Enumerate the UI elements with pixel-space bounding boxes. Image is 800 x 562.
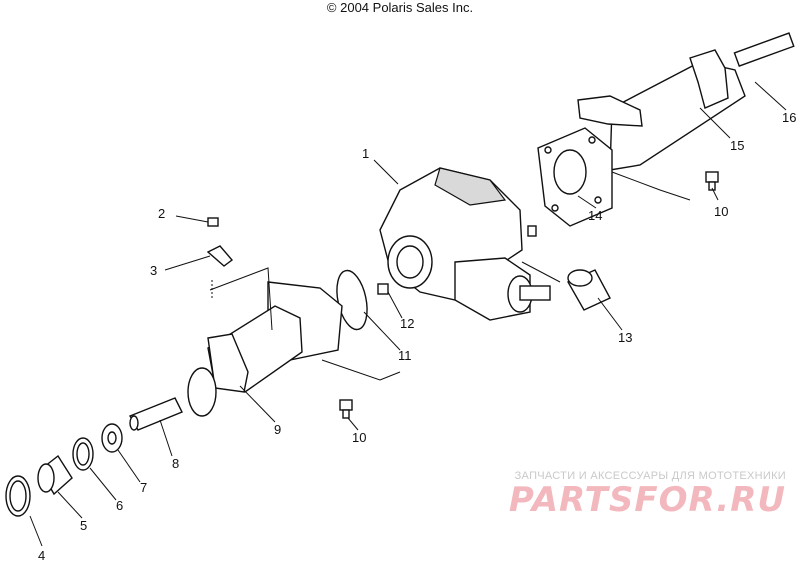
watermark-logo: PARTSFOR.RU (508, 480, 786, 520)
part-3-clip (206, 245, 234, 267)
callout-10-upper: 10 (714, 204, 728, 219)
callout-1: 1 (362, 146, 369, 161)
callout-16: 16 (782, 110, 796, 125)
part-10-bolt-lower (339, 399, 353, 419)
part-2-screw (207, 217, 219, 227)
callout-labels: 1 2 3 4 5 6 7 8 9 10 10 11 12 13 14 15 1… (38, 110, 796, 562)
callout-leaders (29, 81, 787, 547)
callout-11: 11 (398, 348, 412, 363)
callout-5: 5 (80, 518, 87, 533)
callout-13: 13 (618, 330, 632, 345)
part-8-stub-shaft (128, 397, 183, 431)
watermark-subtitle: ЗАПЧАСТИ И АКСЕССУАРЫ ДЛЯ МОТОТЕХНИКИ (514, 470, 786, 482)
part-6-ring (72, 437, 94, 471)
copyright-text: © 2004 Polaris Sales Inc. (326, 0, 474, 15)
part-12-pin (377, 283, 389, 295)
callout-14: 14 (588, 208, 602, 223)
part-14-flange (537, 127, 613, 227)
callout-2: 2 (158, 206, 165, 221)
part-4-snap-ring (5, 475, 31, 517)
part-16-shaft (733, 32, 795, 67)
callout-10-lower: 10 (352, 430, 366, 445)
callout-9: 9 (274, 422, 281, 437)
callout-3: 3 (150, 263, 157, 278)
callout-6: 6 (116, 498, 123, 513)
part-9-axle-housing (187, 267, 401, 417)
part-1-gearcase (379, 167, 551, 321)
callout-4: 4 (38, 548, 45, 562)
callout-15: 15 (730, 138, 744, 153)
part-7-washer (101, 423, 123, 453)
part-15-axle-tube (577, 49, 746, 201)
part-5-bearing (37, 454, 73, 496)
part-10-bolt-upper (705, 171, 719, 191)
callout-12: 12 (400, 316, 414, 331)
callout-8: 8 (172, 456, 179, 471)
callout-7: 7 (140, 480, 147, 495)
